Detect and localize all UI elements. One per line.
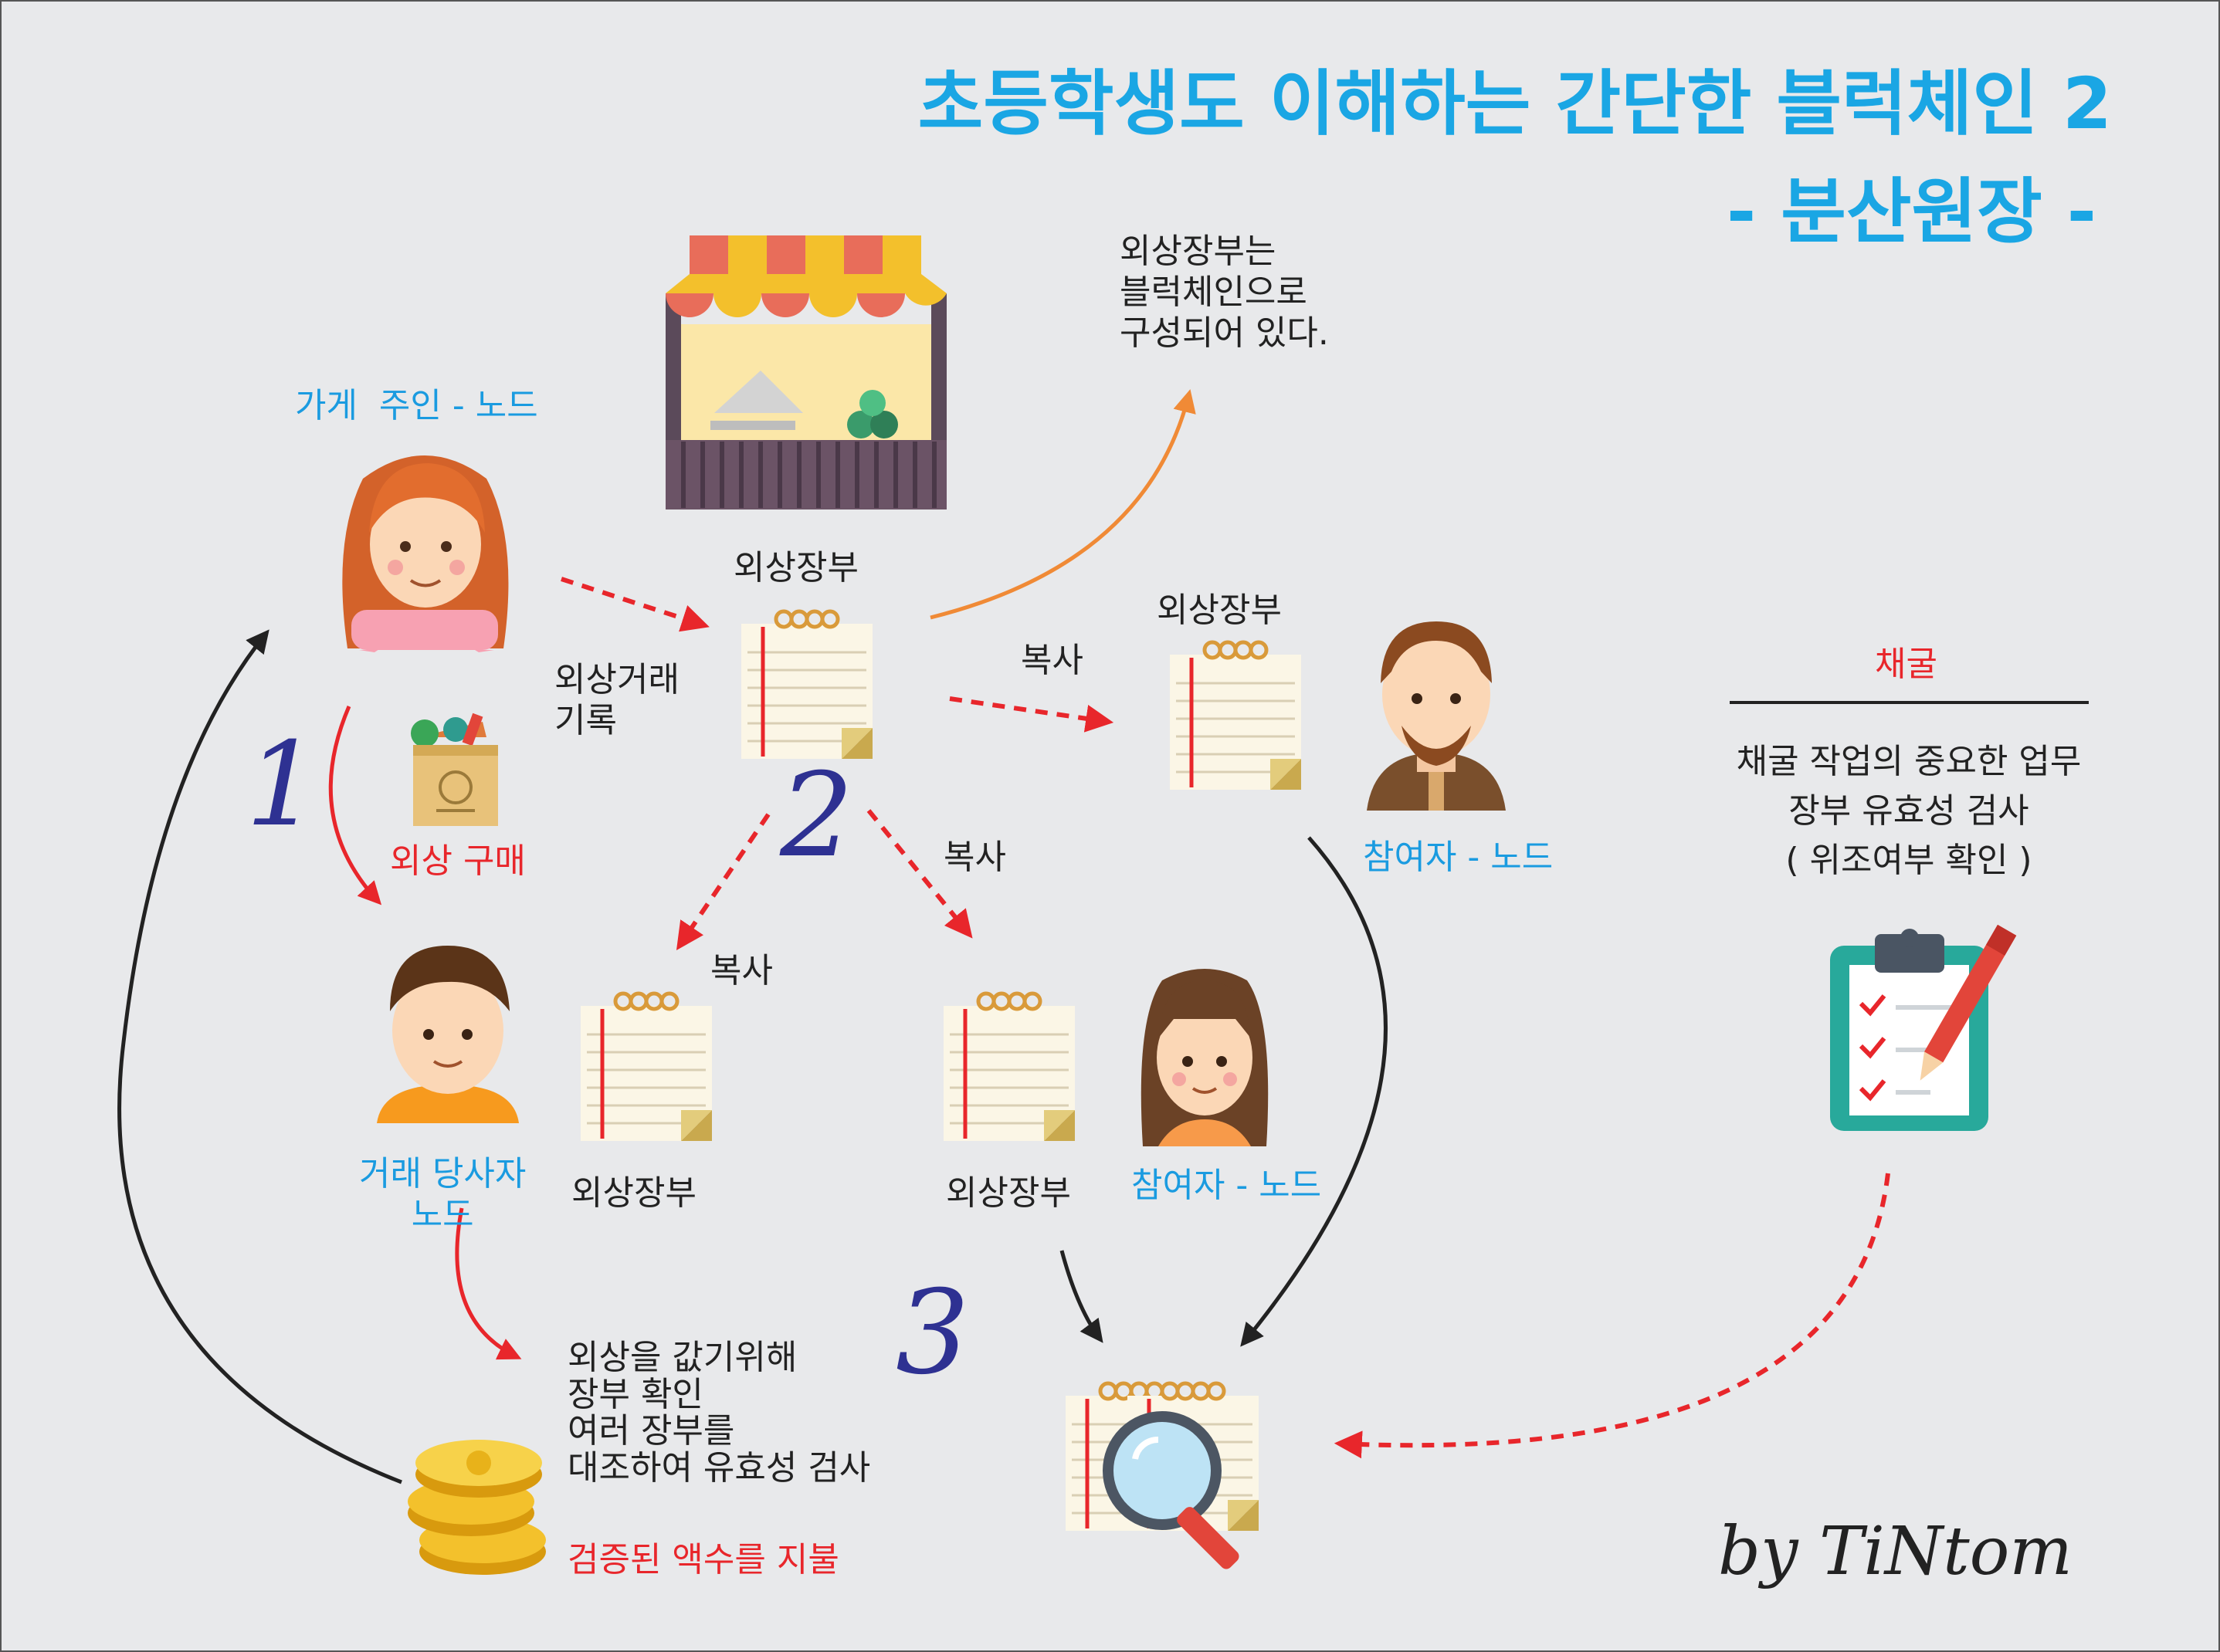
page-subtitle: - 분산원장 - [1727,171,2096,253]
clipboard-checklist-icon [1830,924,2017,1131]
label-participant-bottom: 참여자 - 노드 [1131,1166,1322,1205]
mining-description: 채굴 작업의 중요한 업무 장부 유효성 검사 ( 위조여부 확인 ) [1736,742,2082,880]
boy-icon [377,946,519,1123]
author-signature: by TiNtom [1718,1513,2073,1590]
label-blockchain-note: 외상장부는 블럭체인으로 구성되어 있다. [1120,232,1329,353]
arrow-to-blockchain-note [930,389,1196,620]
step-number-1: 1 [246,718,320,852]
label-credit-purchase: 외상 구매 [390,841,526,881]
magnifier-ledgers-icon [1066,1383,1259,1569]
label-copy-right: 복사 [1021,641,1083,680]
store-icon [666,235,947,509]
man-beard-icon [1367,621,1506,811]
label-credit-record: 외상거래 기록 [554,660,680,740]
arrows-red-dashed [561,577,1890,1459]
girl-icon [1141,969,1269,1146]
ledger-icon [581,994,712,1141]
ledger-icon [741,611,873,759]
page-title: 초등학생도 이해하는 간단한 블럭체인 2 [917,63,2112,145]
label-ledger-mid-bottom: 외상장부 [946,1173,1071,1213]
label-trade-party: 거래 당사자 노드 [359,1154,527,1234]
label-copy-mid-left: 복사 [710,951,773,990]
arrows-dark [117,629,1388,1484]
step-number-3: 3 [896,1266,970,1400]
woman-owner-icon [342,455,509,652]
ledger-icon [1170,642,1301,790]
label-pay-text: 검증된 액수를 지불 [568,1540,839,1579]
coins-icon [408,1440,546,1575]
label-copy-mid-right: 복사 [944,838,1006,877]
ledger-icon [944,994,1075,1141]
label-participant-right: 참여자 - 노드 [1363,838,1554,877]
grocery-bag-icon [411,713,498,826]
label-ledger-center: 외상장부 [734,548,859,587]
label-ledger-right: 외상장부 [1157,591,1282,630]
step-number-2: 2 [780,749,854,883]
arrows-red-solid [328,706,522,1360]
label-ledger-left-bottom: 외상장부 [571,1173,697,1213]
label-store-owner: 가게 주인 - 노드 [295,386,538,425]
label-verify-text: 외상을 값기위해 장부 확인 여러 장부를 대조하여 유효성 검사 [568,1338,871,1488]
mining-title: 채굴 [1875,645,1937,684]
